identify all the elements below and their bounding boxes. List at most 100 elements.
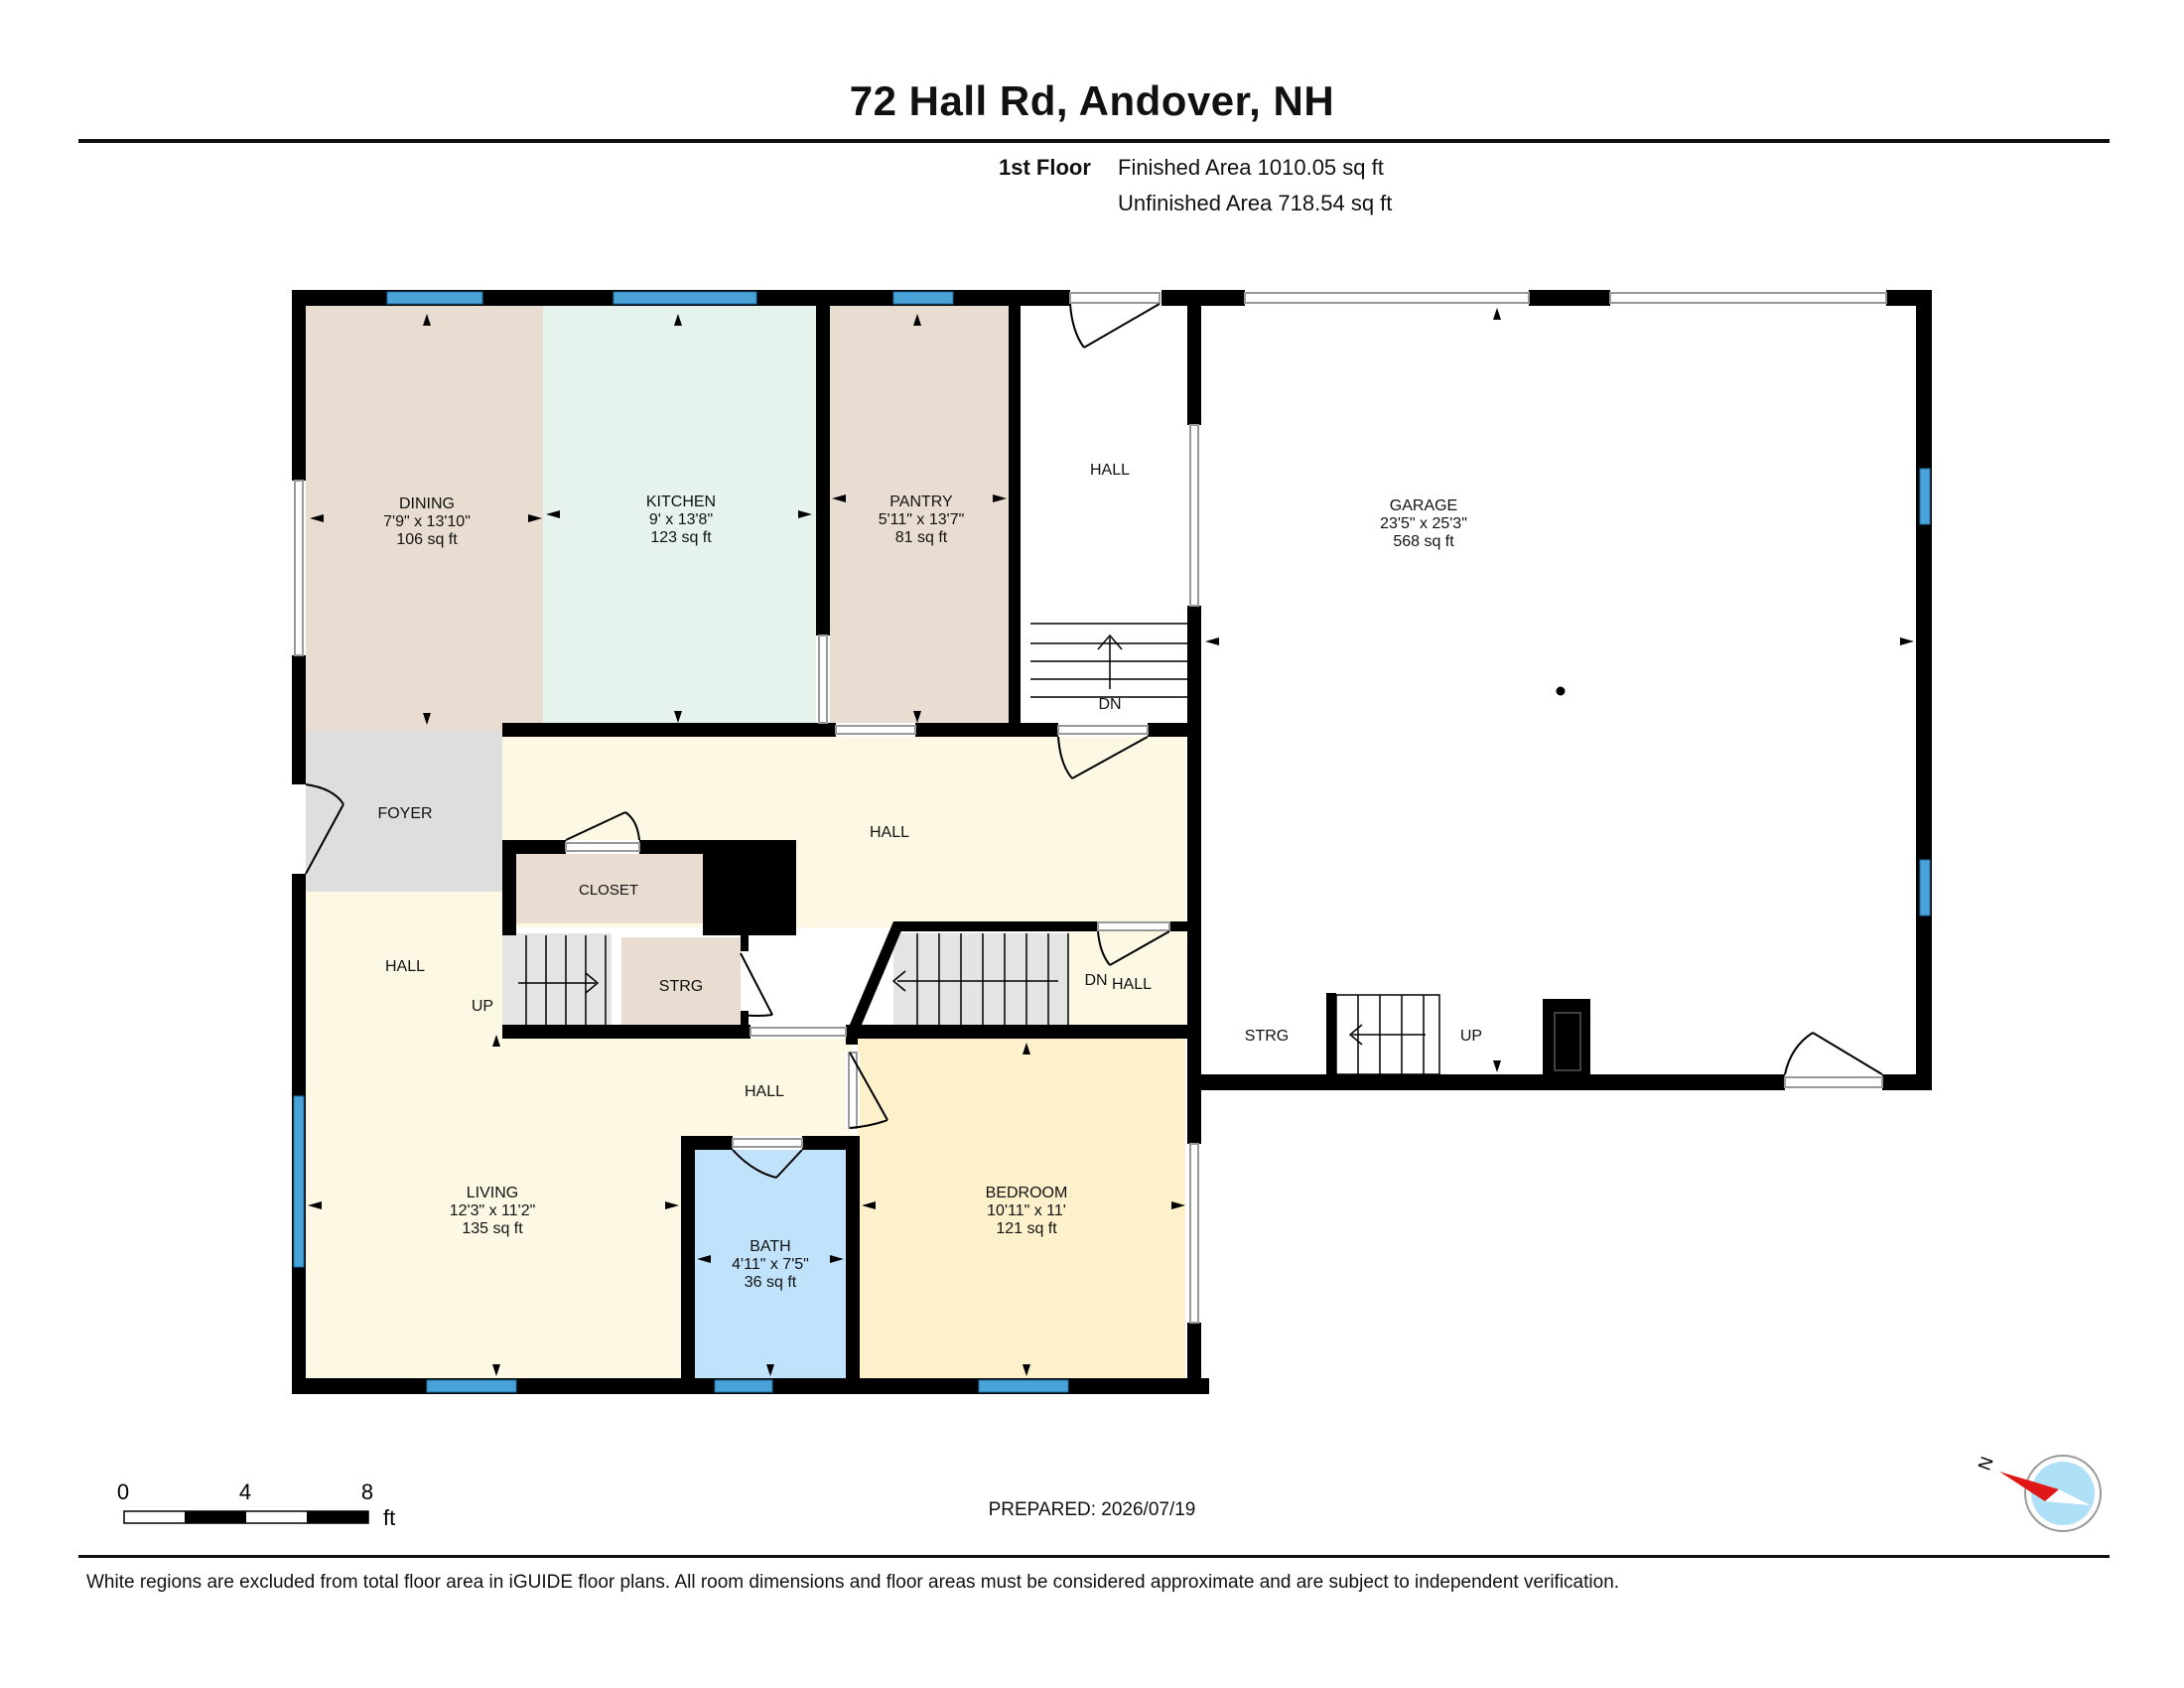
- window: [1919, 468, 1931, 525]
- arrow: [423, 314, 431, 326]
- wall: [846, 1136, 860, 1382]
- arrow: [993, 494, 1007, 502]
- window: [1919, 859, 1931, 916]
- arrow: [766, 1364, 774, 1376]
- door-frame: [294, 480, 304, 656]
- wall: [703, 840, 796, 935]
- arrow: [1171, 1201, 1185, 1209]
- scale-label-4: 4: [239, 1479, 251, 1504]
- stair-slant-wall: [844, 921, 905, 1039]
- arrow: [310, 514, 324, 522]
- finished-area: Finished Area 1010.05 sq ft: [1118, 155, 1384, 180]
- door-frame: [1189, 424, 1199, 607]
- window: [386, 291, 483, 305]
- kitchen-fill: [543, 306, 817, 731]
- window: [426, 1379, 517, 1393]
- door-swing: [732, 1149, 803, 1179]
- door-swing: [1069, 303, 1160, 349]
- door-swing: [1784, 1032, 1883, 1075]
- garage-vent: [1554, 1012, 1581, 1071]
- door-frame: [565, 842, 640, 852]
- wall: [1543, 999, 1590, 1076]
- room-name: STRG: [1245, 1028, 1289, 1045]
- door-swings: [305, 303, 1883, 1179]
- arrow: [1493, 1060, 1501, 1072]
- arrow: [832, 494, 846, 502]
- door-frame: [732, 1138, 803, 1148]
- stair-top: [1030, 623, 1187, 698]
- room-area: 121 sq ft: [996, 1220, 1057, 1237]
- foyer-fill: [304, 731, 502, 892]
- arrow: [674, 314, 682, 326]
- floor-name: 1st Floor: [999, 155, 1091, 180]
- door-frame: [750, 1027, 847, 1037]
- arrow: [492, 1364, 500, 1376]
- wall: [816, 306, 830, 733]
- window: [978, 1379, 1069, 1393]
- door-swing: [740, 952, 773, 1017]
- window: [293, 1095, 305, 1268]
- pantry-fill: [829, 306, 1010, 731]
- window: [613, 291, 757, 305]
- compass-north: N: [1975, 1454, 1997, 1473]
- room-name: HALL: [745, 1083, 784, 1100]
- opening: [292, 784, 306, 874]
- room-name: HALL: [1090, 462, 1130, 479]
- room-name: PANTRY: [889, 493, 953, 510]
- room-fills: [304, 306, 1189, 1382]
- garage-marker: [1556, 686, 1566, 696]
- scale-unit: ft: [383, 1505, 395, 1530]
- room-area: 135 sq ft: [462, 1220, 523, 1237]
- wall: [846, 1025, 1201, 1039]
- arrow: [913, 711, 921, 723]
- room-area: 36 sq ft: [745, 1274, 797, 1291]
- room-dims: 12'3" x 11'2": [450, 1202, 536, 1219]
- room-name: BEDROOM: [986, 1185, 1068, 1201]
- room-area: 123 sq ft: [650, 529, 712, 546]
- opening: [741, 951, 749, 1011]
- disclaimer: White regions are excluded from total fl…: [86, 1572, 1620, 1593]
- door-frame: [1784, 1076, 1883, 1088]
- arrow: [423, 713, 431, 725]
- arrow: [862, 1201, 876, 1209]
- window: [714, 1379, 773, 1393]
- dining-fill: [304, 306, 543, 731]
- room-name: FOYER: [377, 805, 432, 822]
- scale-label-8: 8: [361, 1479, 373, 1504]
- stair-label: UP: [472, 998, 493, 1015]
- stairs-center-fill: [893, 933, 1068, 1033]
- door-frame: [835, 725, 916, 735]
- door-frame: [1189, 1143, 1199, 1324]
- room-name: STRG: [659, 978, 703, 995]
- room-name: HALL: [870, 824, 909, 841]
- arrow: [798, 510, 812, 518]
- stairs: [518, 623, 1440, 1075]
- wall: [502, 840, 516, 935]
- hall-small-fill: [1066, 927, 1189, 1033]
- room-dims: 4'11" x 7'5": [732, 1256, 809, 1273]
- arrow: [697, 1255, 711, 1263]
- door-swing: [849, 1052, 888, 1129]
- arrow: [492, 1035, 500, 1047]
- footer-rule: [78, 1555, 2110, 1558]
- dimension-arrows: [308, 308, 1914, 1376]
- prepared-date: PREPARED: 2026/07/19: [988, 1499, 1196, 1520]
- header-rule: [78, 139, 2110, 143]
- room-dims: 9' x 13'8": [649, 511, 713, 528]
- room-dims: 5'11" x 13'7": [879, 511, 965, 528]
- room-area: 106 sq ft: [396, 531, 458, 548]
- room-name: HALL: [1112, 976, 1152, 993]
- arrow: [1023, 1364, 1030, 1376]
- room-name: KITCHEN: [646, 493, 716, 510]
- arrow: [830, 1255, 844, 1263]
- room-dims: 10'11" x 11': [987, 1202, 1066, 1219]
- room-dims: 7'9" x 13'10": [383, 513, 471, 530]
- stair-garage: [1335, 994, 1440, 1075]
- stair-center: [891, 933, 1069, 1025]
- opening: [1098, 921, 1169, 931]
- door-frame: [1609, 292, 1887, 304]
- door-frame: [1097, 921, 1170, 931]
- arrow: [674, 711, 682, 723]
- room-labels: DINING 7'9" x 13'10" 106 sq ft KITCHEN 9…: [377, 462, 1482, 1291]
